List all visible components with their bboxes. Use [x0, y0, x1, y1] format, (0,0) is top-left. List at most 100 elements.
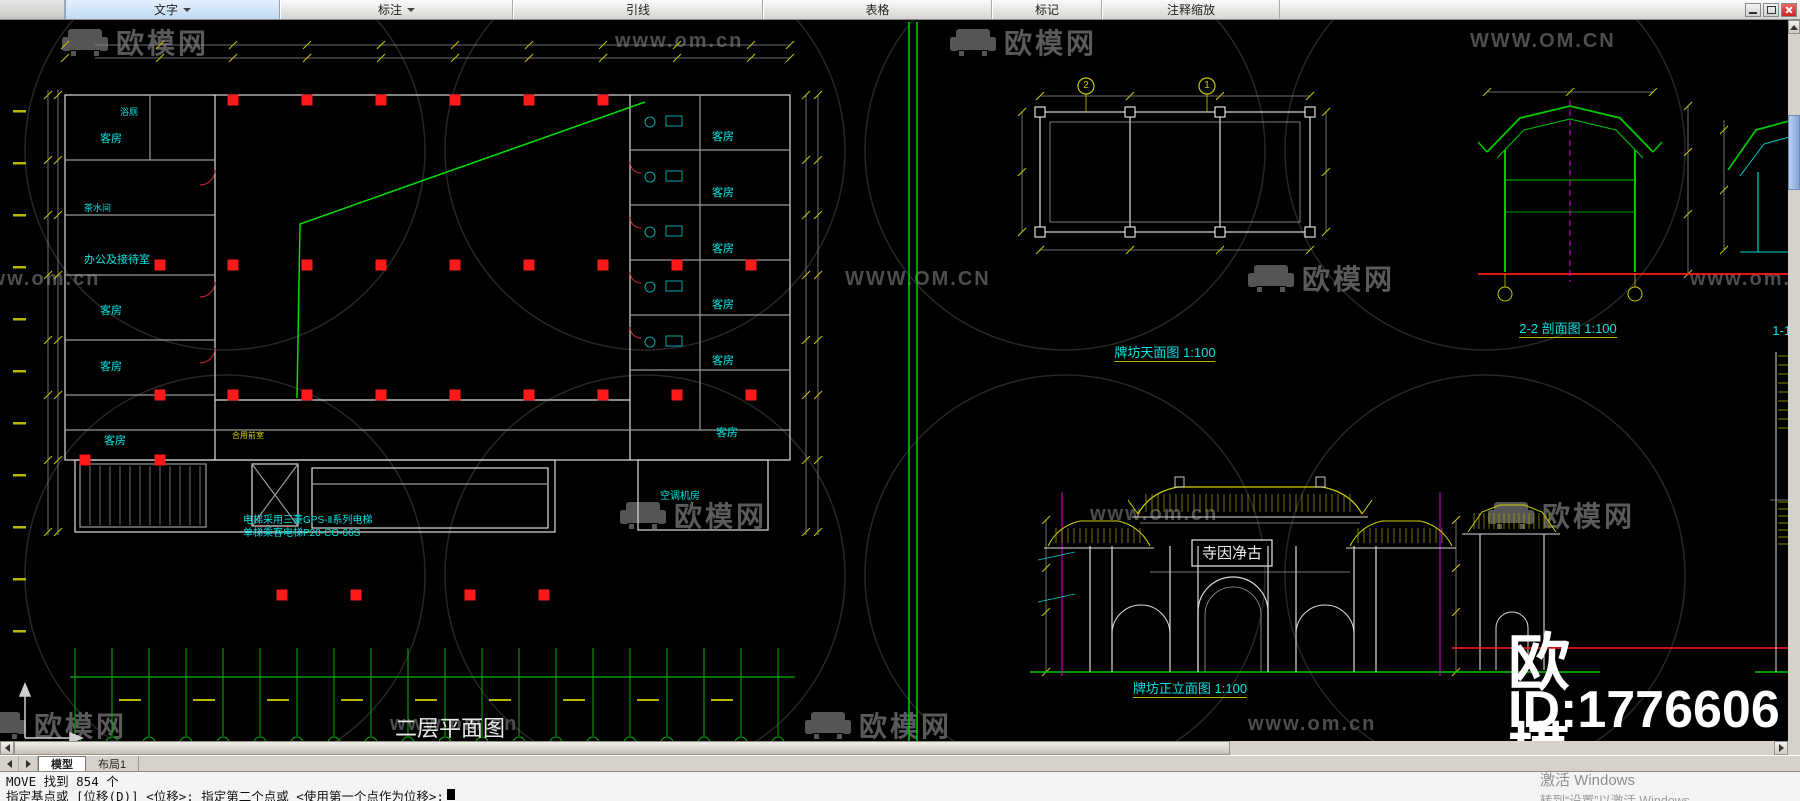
- restore-icon: [1766, 5, 1776, 14]
- sofa-icon: [0, 712, 26, 739]
- ribbon-panel-annotation-scaling[interactable]: 注释缩放: [1102, 0, 1280, 19]
- cad-text-label: 茶水间: [84, 203, 112, 213]
- watermark-url: www.om.cn: [1470, 30, 1616, 52]
- cad-text-label: 牌坊正立面图 1:100: [1132, 681, 1248, 698]
- cad-text-label: 2: [1083, 80, 1089, 91]
- arrow-right-icon: [25, 759, 31, 768]
- tab-label: 模型: [51, 759, 73, 771]
- cad-text-label: 客房: [104, 435, 126, 447]
- ribbon-panel-label: 标注: [377, 3, 402, 17]
- chevron-down-icon: [407, 7, 415, 12]
- ribbon-panel-label: 引线: [625, 3, 650, 17]
- cad-text-label: 客房: [716, 427, 738, 439]
- layout-tab-bar: 模型 布局1: [0, 755, 1800, 771]
- tab-layout1[interactable]: 布局1: [86, 756, 140, 771]
- watermark-brand: 欧模网: [1248, 258, 1395, 298]
- ribbon-panel-label: 表格: [865, 3, 890, 17]
- arrow-left-icon: [6, 759, 12, 768]
- minimize-button[interactable]: [1745, 2, 1761, 17]
- cad-text-label: 浴厕: [120, 107, 139, 117]
- command-history-line: MOVE 找到 854 个: [6, 774, 119, 789]
- cad-text-label: 客房: [712, 131, 734, 143]
- vertical-scroll-thumb[interactable]: [1788, 115, 1800, 190]
- ribbon-panel-table[interactable]: 表格: [763, 0, 992, 19]
- scroll-right-button[interactable]: [1774, 741, 1788, 755]
- watermark-brand: 欧模网: [0, 705, 127, 745]
- cad-text-label: 单梯乘客电梯P20-CO-66S: [243, 528, 361, 539]
- structural-columns: [79, 94, 757, 601]
- watermark-url: www.om.cn: [1090, 503, 1219, 525]
- floor-plan: [64, 94, 791, 533]
- command-line-area[interactable]: MOVE 找到 854 个 指定基点或 [位移(D)] <位移>: 指定第二个点…: [0, 771, 1800, 801]
- close-icon: [1785, 6, 1793, 14]
- cad-text-label: 二层平面图: [394, 716, 506, 743]
- watermark-brand: 欧模网: [62, 22, 209, 62]
- activation-line2: 转到“设置”以激活 Windows: [1540, 794, 1691, 801]
- windows-activation-watermark: 激活 Windows 转到“设置”以激活 Windows: [1540, 769, 1690, 801]
- ribbon-toolbar: 文字 标注 引线 表格 标记 注释缩放: [0, 0, 1800, 20]
- archway-roof-plan: [1034, 77, 1316, 238]
- cad-text-label: 电梯采用三菱GPS-Ⅱ系列电梯: [243, 515, 373, 526]
- arrow-up-icon: [1790, 24, 1798, 30]
- cad-text-label: 牌坊天面图 1:100: [1114, 345, 1216, 362]
- dimension-ticks: [43, 40, 1729, 677]
- ribbon-panel-label: 注释缩放: [1166, 3, 1215, 17]
- cad-text-label: 客房: [100, 305, 122, 317]
- sofa-icon: [620, 502, 666, 529]
- cad-text-label: 办公及接待室: [84, 254, 150, 266]
- ribbon-panel-dimension[interactable]: 标注: [280, 0, 513, 19]
- watermark-brand: 欧模网: [950, 22, 1097, 62]
- dimension-lines: [47, 44, 1725, 672]
- cad-text-label: 寺因净古: [1201, 545, 1263, 562]
- horizontal-scroll-thumb[interactable]: [14, 741, 1230, 755]
- tab-label: 布局1: [98, 758, 127, 771]
- sheet-divider-lines: [908, 22, 918, 741]
- restore-button[interactable]: [1763, 2, 1779, 17]
- scrollbar-corner: [1788, 741, 1800, 755]
- archway-section-2-2: [1477, 100, 1798, 302]
- ribbon-panel-text[interactable]: 文字: [65, 0, 280, 19]
- sofa-icon: [805, 712, 851, 739]
- scroll-left-button[interactable]: [0, 741, 14, 755]
- cad-text-label: 2-2 剖面图 1:100: [1519, 321, 1617, 338]
- tab-nav-prev-button[interactable]: [0, 756, 19, 771]
- watermark-brand: 欧模网: [620, 495, 767, 535]
- watermark-brand: 欧模网: [1488, 495, 1635, 535]
- command-prompt-line: 指定基点或 [位移(D)] <位移>: 指定第二个点或 <使用第一个点作为位移>…: [6, 789, 444, 801]
- arrow-left-icon: [4, 744, 10, 752]
- watermark-url: www.om.cn: [1248, 713, 1377, 735]
- tab-nav-next-button[interactable]: [19, 756, 38, 771]
- watermark-url: www.om.cn: [390, 713, 519, 735]
- cad-text-label: 客房: [712, 243, 734, 255]
- watermark-url: www.om.cn: [615, 30, 744, 52]
- brand-id-text: ID:1776606: [1508, 681, 1780, 739]
- minimize-icon: [1749, 11, 1757, 14]
- watermark-url: www.om.cn: [0, 268, 101, 290]
- ribbon-panel-label: 文字: [153, 3, 178, 17]
- watermark-brand: 欧模网: [805, 705, 952, 745]
- archway-front-elevation: [1030, 476, 1800, 676]
- horizontal-scrollbar[interactable]: [0, 741, 1788, 755]
- cad-text-label: 客房: [100, 361, 122, 373]
- tab-model[interactable]: 模型: [38, 756, 86, 771]
- ribbon-panel-leader[interactable]: 引线: [513, 0, 763, 19]
- scroll-up-button[interactable]: [1788, 20, 1800, 34]
- chevron-down-icon: [183, 7, 191, 12]
- ribbon-panel-markup[interactable]: 标记: [992, 0, 1102, 19]
- ucs-icon: [18, 682, 84, 745]
- cad-text-label: 合用前室: [232, 431, 264, 440]
- activation-line1: 激活 Windows: [1540, 772, 1636, 789]
- sofa-icon: [62, 29, 108, 56]
- vertical-scrollbar[interactable]: [1788, 20, 1800, 755]
- sofa-icon: [950, 29, 996, 56]
- close-button[interactable]: [1781, 2, 1797, 17]
- cad-text-label: 客房: [712, 187, 734, 199]
- cad-text-label: 客房: [100, 133, 122, 145]
- app-menu-stub[interactable]: [0, 0, 65, 19]
- cad-text-label: 1: [1204, 80, 1210, 91]
- ribbon-empty-area: [1280, 0, 1742, 19]
- text-cursor: [447, 789, 455, 800]
